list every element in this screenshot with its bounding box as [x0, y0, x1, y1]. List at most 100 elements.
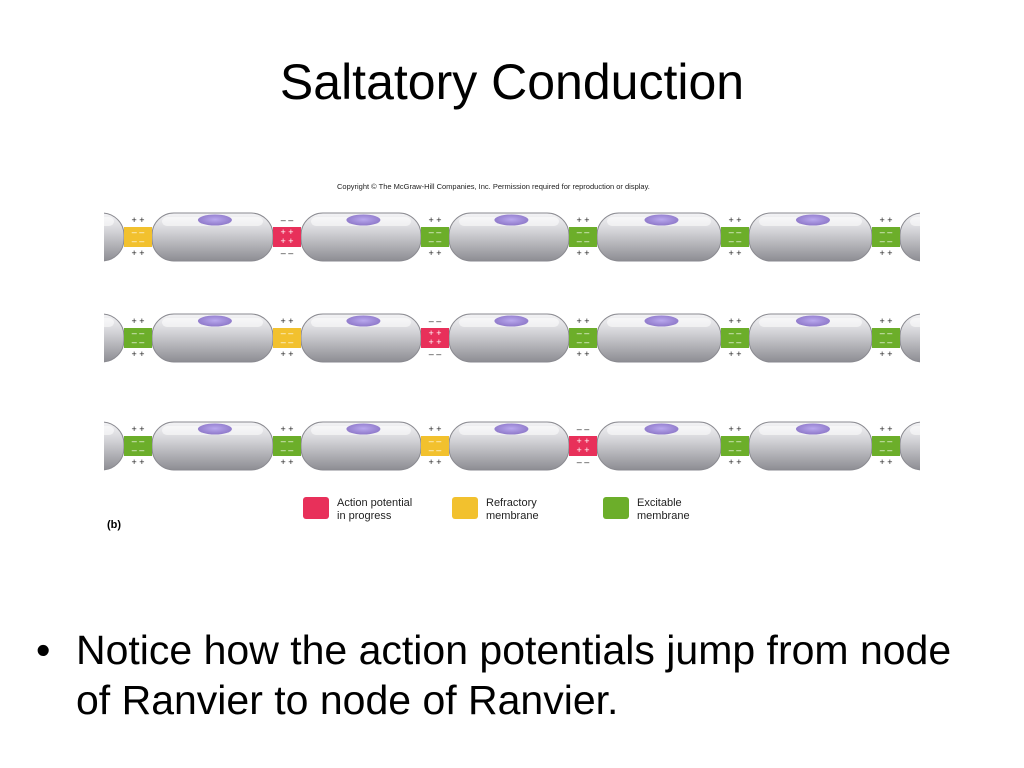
inner-charge: – – [577, 337, 590, 347]
legend-swatch-action-potential [303, 497, 329, 519]
copyright-notice: Copyright © The McGraw-Hill Companies, I… [337, 182, 650, 191]
inner-charge: – – [132, 436, 145, 446]
outer-charge-top: + + [280, 424, 293, 434]
inner-charge: + + [428, 337, 441, 347]
inner-charge: – – [880, 236, 893, 246]
inner-charge: + + [576, 436, 589, 446]
outer-charge-bottom: + + [131, 248, 144, 258]
schwann-nucleus [346, 423, 381, 435]
schwann-nucleus [956, 316, 990, 327]
inner-charge: + + [280, 227, 293, 237]
inner-charge: – – [729, 328, 742, 338]
outer-charge-bottom: + + [576, 248, 589, 258]
inner-charge: – – [429, 445, 442, 455]
inner-charge: – – [729, 445, 742, 455]
inner-charge: – – [132, 227, 145, 237]
inner-charge: – – [880, 227, 893, 237]
outer-charge-top: + + [428, 215, 441, 225]
legend-label-line1: Refractory [486, 497, 537, 509]
outer-charge-top: + + [879, 316, 892, 326]
node-of-ranvier-excitable [872, 328, 900, 348]
inner-charge: – – [577, 236, 590, 246]
inner-charge: – – [132, 236, 145, 246]
myelin-highlight [104, 318, 114, 327]
schwann-nucleus [795, 315, 830, 327]
inner-charge: – – [729, 436, 742, 446]
inner-charge: – – [281, 436, 294, 446]
outer-charge-top: – – [281, 215, 294, 225]
outer-charge-bottom: + + [280, 349, 293, 359]
schwann-nucleus [42, 215, 76, 226]
axon-row-3: – –– –+ ++ +– –– –+ ++ +– –– –+ ++ ++ ++… [42, 421, 920, 471]
outer-charge-bottom: + + [879, 349, 892, 359]
outer-charge-top: + + [280, 316, 293, 326]
inner-charge: – – [132, 337, 145, 347]
schwann-nucleus [42, 424, 76, 435]
legend-label-line1: Action potential [337, 497, 413, 509]
schwann-nucleus [197, 214, 232, 226]
outer-charge-bottom: + + [728, 349, 741, 359]
schwann-nucleus [42, 316, 76, 327]
inner-charge: – – [281, 328, 294, 338]
inner-charge: – – [429, 436, 442, 446]
inner-charge: – – [577, 328, 590, 338]
outer-charge-bottom: + + [131, 349, 144, 359]
inner-charge: + + [280, 236, 293, 246]
panel-label: (b) [107, 519, 122, 531]
outer-charge-bottom: + + [879, 248, 892, 258]
node-of-ranvier-action-potential [421, 328, 449, 348]
outer-charge-top: + + [728, 316, 741, 326]
saltatory-conduction-diagram: – –– –+ ++ ++ ++ +– –– –– –– –+ ++ +– ––… [42, 212, 990, 471]
inner-charge: – – [729, 337, 742, 347]
outer-charge-top: + + [879, 215, 892, 225]
schwann-nucleus [346, 315, 381, 327]
outer-charge-top: + + [131, 215, 144, 225]
outer-charge-top: + + [131, 424, 144, 434]
outer-charge-bottom: + + [280, 457, 293, 467]
outer-charge-top: + + [728, 215, 741, 225]
schwann-nucleus [494, 214, 529, 226]
node-of-ranvier-excitable [872, 227, 900, 247]
inner-charge: – – [880, 436, 893, 446]
inner-charge: – – [429, 236, 442, 246]
outer-charge-top: + + [879, 424, 892, 434]
inner-charge: – – [132, 328, 145, 338]
outer-charge-top: + + [728, 424, 741, 434]
outer-charge-bottom: + + [576, 349, 589, 359]
schwann-nucleus [644, 423, 679, 435]
inner-charge: – – [577, 227, 590, 237]
node-of-ranvier-excitable [721, 227, 749, 247]
outer-charge-top: + + [576, 215, 589, 225]
schwann-nucleus [494, 315, 529, 327]
legend-swatch-refractory [452, 497, 478, 519]
node-of-ranvier-excitable [721, 436, 749, 456]
outer-charge-top: – – [577, 424, 590, 434]
outer-charge-bottom: + + [428, 457, 441, 467]
slide-title: Saltatory Conduction [279, 54, 745, 110]
outer-charge-bottom: + + [879, 457, 892, 467]
inner-charge: – – [281, 337, 294, 347]
schwann-nucleus [346, 214, 381, 226]
outer-charge-bottom: + + [428, 248, 441, 258]
inner-charge: – – [132, 445, 145, 455]
inner-charge: – – [429, 227, 442, 237]
schwann-nucleus [956, 215, 990, 226]
outer-charge-bottom: – – [281, 248, 294, 258]
node-of-ranvier-refractory [273, 328, 301, 348]
outer-charge-bottom: – – [577, 457, 590, 467]
inner-charge: + + [428, 328, 441, 338]
node-of-ranvier-action-potential [569, 436, 597, 456]
schwann-nucleus [795, 214, 830, 226]
schwann-nucleus [494, 423, 529, 435]
legend-label-line2: in progress [337, 510, 392, 522]
legend-action-potential: Action potential in progress [303, 497, 427, 523]
node-of-ranvier-excitable [124, 328, 152, 348]
myelin-highlight [910, 217, 920, 226]
myelin-highlight [910, 318, 920, 327]
myelin-highlight [104, 426, 114, 435]
legend-refractory: Refractory membrane [452, 497, 576, 523]
bullet-marker: • [36, 627, 51, 673]
inner-charge: – – [729, 236, 742, 246]
legend-excitable: Excitable membrane [603, 497, 727, 523]
inner-charge: – – [880, 337, 893, 347]
